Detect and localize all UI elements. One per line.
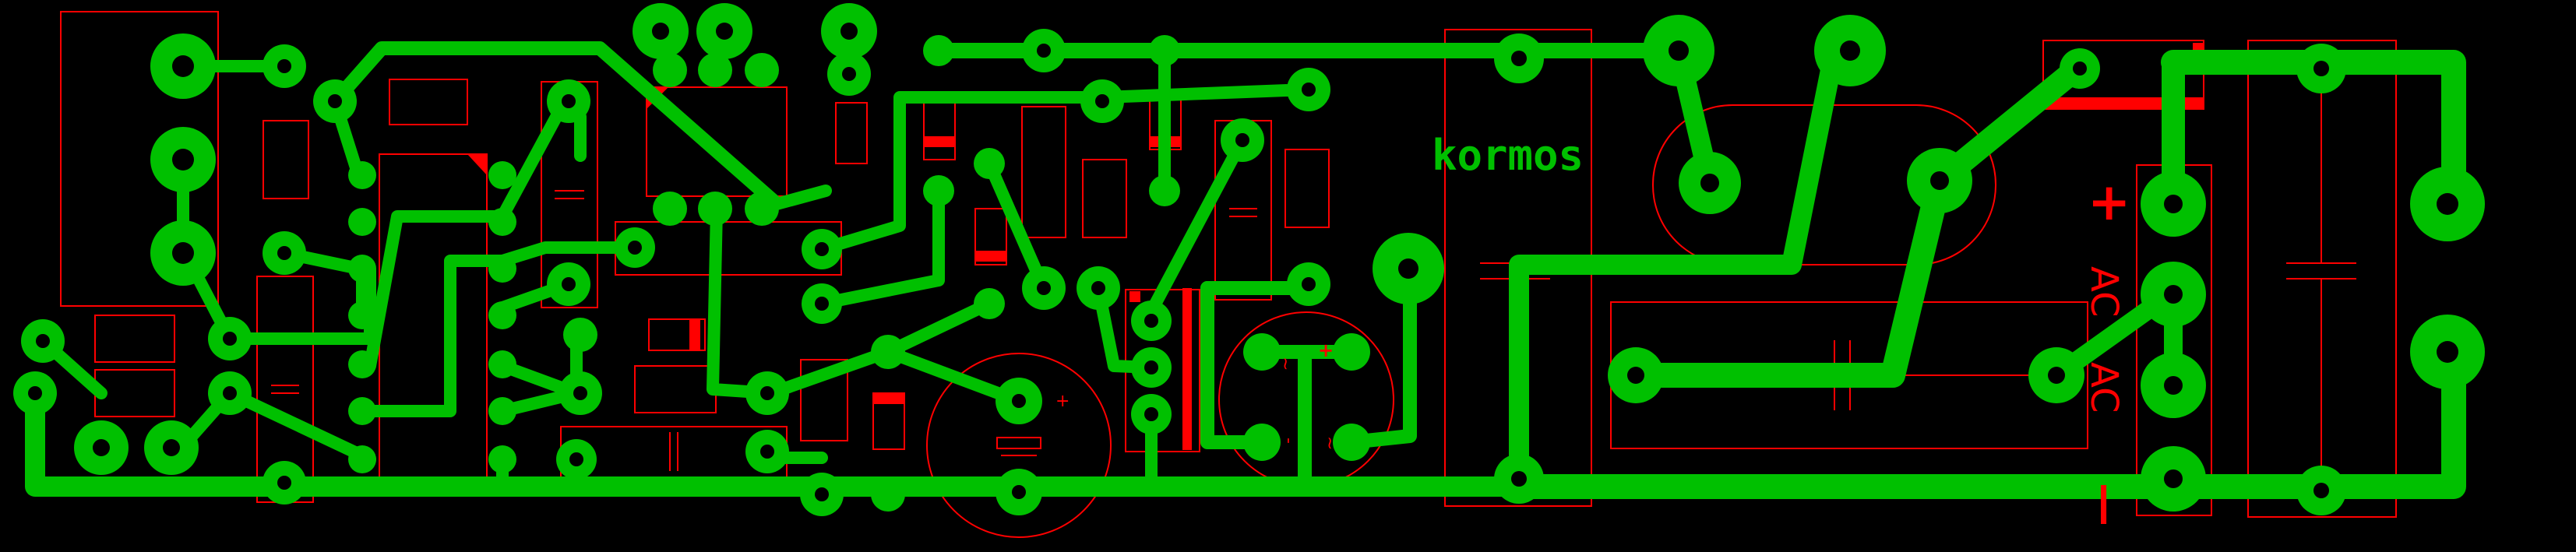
pad-group-connector-left xyxy=(150,33,216,286)
trace-c11 xyxy=(496,241,641,267)
diode-4 xyxy=(648,318,706,351)
cap-symbol-2 xyxy=(669,432,678,471)
pad-group-right-cap xyxy=(2296,44,2485,515)
trace-c10 xyxy=(496,95,571,223)
resistor-outline-5 xyxy=(1082,159,1127,238)
ground-bus xyxy=(25,21,1848,497)
rail-top-right xyxy=(2161,50,2466,219)
text-layer: kormos + AC AC — + + ~ ~ - xyxy=(1055,131,2131,526)
ic-outline xyxy=(379,153,488,482)
pads-layer xyxy=(13,3,2485,516)
pad-group-power xyxy=(1494,15,2100,504)
electrolytic-cap-outline xyxy=(926,353,1112,538)
cap-symbol-4 xyxy=(271,385,299,394)
cap-plus-label: + xyxy=(1055,392,1070,411)
resistor-outline-3 xyxy=(835,102,868,164)
pad-group-mid xyxy=(745,29,1180,516)
pad-group-electrolytic xyxy=(996,378,1042,515)
resistor-outline-2 xyxy=(389,79,468,125)
trace-c16 xyxy=(707,202,777,399)
resistor-outline-4 xyxy=(1021,106,1066,238)
trace-c30 xyxy=(1255,345,1358,494)
bridge-ac-label-2: ~ xyxy=(1320,436,1339,450)
transistor-pin-marker xyxy=(1129,291,1140,302)
trace-c24 xyxy=(1096,83,1315,104)
trace-ic-top xyxy=(328,41,782,209)
trace-c19 xyxy=(816,185,945,310)
pad-group-bridge xyxy=(1243,333,1370,461)
plus-label: + xyxy=(2088,172,2130,232)
ic-pin1-marker xyxy=(467,154,487,175)
connector-outline-left xyxy=(60,11,219,307)
pad-group-small xyxy=(13,44,357,505)
resistor-outline-10 xyxy=(800,359,848,441)
trace-c6 xyxy=(364,210,509,372)
cap-symbol-1 xyxy=(555,190,584,199)
pad-group-transistor xyxy=(1131,301,1172,434)
bridge-plus-label: + xyxy=(1318,339,1334,361)
cap-symbol-electrolytic xyxy=(996,437,1041,456)
capacitor-outline-right xyxy=(2247,40,2397,518)
trace-c31 xyxy=(1344,262,1417,449)
pad-group-cap1 xyxy=(547,79,655,480)
bridge-trace-b xyxy=(1623,168,1952,388)
diode-5 xyxy=(872,392,905,450)
pad-group-right-mid xyxy=(1221,68,1444,306)
resistor-outline-6 xyxy=(1284,149,1330,228)
bridge-minus-label: - xyxy=(1279,438,1299,444)
trace-c18 xyxy=(816,91,1108,255)
trace-c22 xyxy=(983,157,1050,294)
pad-group-terminal xyxy=(2141,171,2206,512)
pad-group-ic1 xyxy=(348,161,516,473)
trace-c7 xyxy=(364,255,509,417)
ac-label-top: AC xyxy=(2082,266,2126,318)
transistor-tab-marker xyxy=(1182,288,1192,450)
diode-2 xyxy=(974,208,1007,265)
brand-label: kormos xyxy=(1432,131,1584,180)
resistor-outline-9 xyxy=(634,365,717,413)
cap-symbol-3 xyxy=(1229,208,1257,217)
resistor-outline-1 xyxy=(263,120,309,199)
cap-symbol-right xyxy=(2286,70,2356,483)
resistor-outline-7 xyxy=(94,315,175,363)
pad-group-ic2 xyxy=(633,3,877,226)
minus-label: — xyxy=(2081,483,2131,526)
bridge-ac-label-1: ~ xyxy=(1275,357,1295,371)
main-bus-right xyxy=(1506,330,2466,499)
diode-1 xyxy=(923,97,956,160)
ac-label-bottom: AC xyxy=(2082,362,2126,413)
trace-c8 xyxy=(165,387,376,466)
trace-c26 xyxy=(1145,134,1249,318)
